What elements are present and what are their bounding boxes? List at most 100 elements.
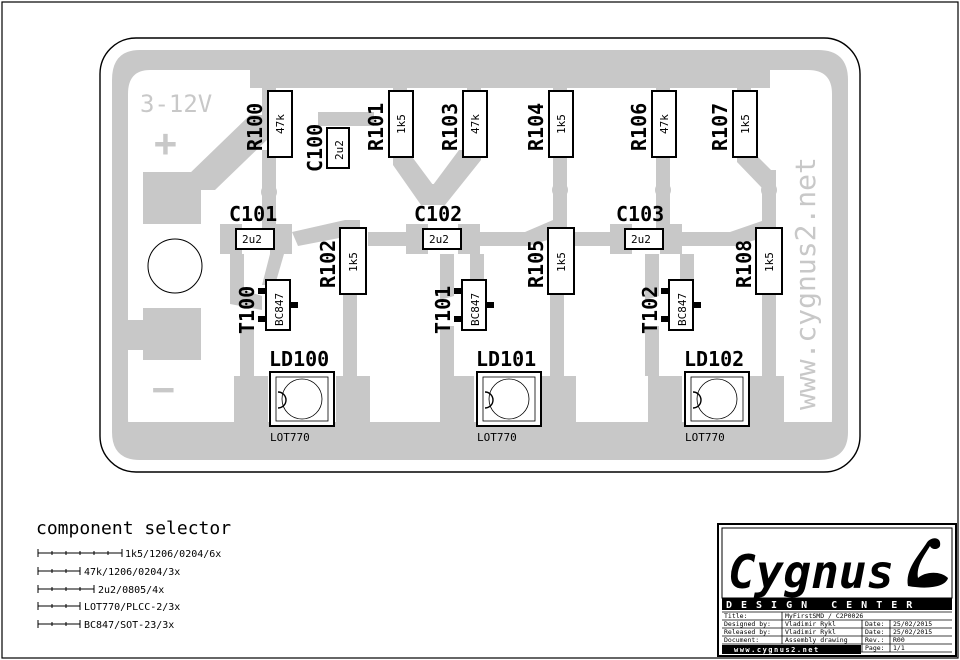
- junction-dot: [761, 182, 777, 198]
- page-label: Page:: [865, 644, 885, 652]
- led-value: LOT770: [477, 431, 517, 444]
- resistor-r108[interactable]: 1k5 R108: [732, 227, 783, 295]
- selector-item[interactable]: LOT770/PLCC-2/3x: [37, 602, 180, 613]
- resistor-ref: R101: [364, 103, 388, 151]
- c102-pad-r: [458, 224, 480, 254]
- transistor-pin: [693, 302, 701, 308]
- led-cathode-mark: [692, 391, 702, 409]
- capacitor-c102[interactable]: 2u2 C102: [414, 202, 462, 250]
- led-value: LOT770: [270, 431, 310, 444]
- led-inner: [482, 376, 536, 422]
- resistor-r102[interactable]: 1k5 R102: [316, 227, 367, 295]
- t100-collector: [262, 254, 284, 285]
- junction-dot: [343, 331, 357, 345]
- transistor-t101[interactable]: BC847 T101: [431, 279, 494, 334]
- junction-dot: [645, 331, 659, 345]
- led-ref: LD102: [684, 347, 744, 371]
- led-ref: LD100: [269, 347, 329, 371]
- junction-dot: [425, 184, 441, 200]
- resistor-body: [462, 90, 488, 158]
- url-bar: [722, 645, 861, 654]
- capacitor-value: 2u2: [333, 140, 346, 160]
- selector-item[interactable]: 47k/1206/0204/3x: [37, 567, 180, 578]
- website-text: www.cygnus2.net: [789, 157, 822, 410]
- date2-label: Date:: [865, 628, 885, 636]
- resistor-ref: R108: [732, 240, 756, 288]
- resistor-body: [755, 227, 783, 295]
- title-label: Title:: [724, 612, 747, 620]
- r102-top-link: [292, 220, 360, 246]
- selector-ruler: [37, 602, 81, 610]
- transistor-body: [265, 279, 291, 331]
- ld100-pad-l: [234, 376, 268, 424]
- resistor-r104[interactable]: 1k5 R104: [524, 90, 574, 158]
- junction-dot: [440, 331, 454, 345]
- selector-item[interactable]: 2u2/0805/4x: [37, 585, 164, 596]
- resistor-ref: R100: [243, 103, 267, 151]
- transistor-pin: [661, 316, 669, 322]
- resistor-ref: R107: [708, 103, 732, 151]
- resistor-r103[interactable]: 47k R103: [438, 90, 488, 158]
- transistor-ref: T101: [431, 286, 455, 334]
- led-inner: [275, 376, 329, 422]
- designed-label: Designed by:: [724, 620, 771, 628]
- transistor-t100[interactable]: BC847 T100: [235, 279, 298, 334]
- capacitor-value: 2u2: [631, 233, 651, 246]
- led-ref: LD101: [476, 347, 536, 371]
- transistor-t102[interactable]: BC847 T102: [638, 279, 701, 334]
- resistor-ref: R105: [524, 240, 548, 288]
- power-label: 3-12V: [140, 90, 212, 118]
- led-cathode-mark: [277, 391, 287, 409]
- transistor-ref: T100: [235, 286, 259, 334]
- capacitor-body: [326, 127, 350, 169]
- transistor-body: [461, 279, 487, 331]
- transistor-pin: [258, 288, 266, 294]
- resistor-r100[interactable]: 47k R100: [243, 90, 293, 158]
- selector-item[interactable]: BC847/SOT-23/3x: [37, 620, 174, 631]
- c101-pad-r: [270, 224, 292, 254]
- led-lens: [488, 378, 530, 420]
- capacitor-body: [624, 228, 664, 250]
- resistor-value: 47k: [658, 114, 671, 134]
- led-inner: [690, 376, 744, 422]
- t101-links: [440, 254, 454, 300]
- led-ld100[interactable]: LD100 LOT770: [269, 347, 335, 444]
- date1-label: Date:: [865, 620, 885, 628]
- transistor-pin: [290, 302, 298, 308]
- c100-trace: [318, 112, 374, 126]
- transistor-value: BC847: [676, 293, 689, 326]
- document-value: Assembly drawing: [785, 636, 848, 644]
- page-value: 1/1: [893, 644, 905, 652]
- led-cathode-mark: [484, 391, 494, 409]
- selector-item[interactable]: 1k5/1206/0204/6x: [37, 549, 221, 560]
- rev-value: R00: [893, 636, 905, 644]
- resistor-body: [267, 90, 293, 158]
- resistor-r107[interactable]: 1k5 R107: [708, 90, 758, 158]
- capacitor-ref: C100: [303, 124, 327, 172]
- selector-item-label: 1k5/1206/0204/6x: [125, 549, 221, 560]
- transistor-pin: [486, 302, 494, 308]
- c102-link: [368, 232, 408, 246]
- capacitor-c101[interactable]: 2u2 C101: [229, 202, 277, 250]
- capacitor-ref: C103: [616, 202, 664, 226]
- resistor-value: 47k: [469, 114, 482, 134]
- t100-emitter: [240, 326, 254, 376]
- led-ld102[interactable]: LD102 LOT770: [684, 347, 750, 444]
- ld101-pad-l: [440, 376, 474, 424]
- led-body: [684, 371, 750, 427]
- t100-links: [230, 254, 262, 310]
- resistor-ref: R106: [627, 103, 651, 151]
- capacitor-c103[interactable]: 2u2 C103: [616, 202, 664, 250]
- resistor-r105[interactable]: 1k5 R105: [524, 227, 575, 295]
- capacitor-c100[interactable]: 2u2 C100: [303, 124, 350, 172]
- junction-dot: [552, 182, 568, 198]
- led-lens: [696, 378, 738, 420]
- led-ld101[interactable]: LD101 LOT770: [476, 347, 542, 444]
- resistor-r101[interactable]: 1k5 R101: [364, 90, 414, 158]
- resistor-ref: R102: [316, 240, 340, 288]
- resistor-r106[interactable]: 47k R106: [627, 90, 677, 158]
- ld102-pad-l: [648, 376, 682, 424]
- r108-top-link: [682, 220, 776, 246]
- selector-ruler: [37, 549, 123, 557]
